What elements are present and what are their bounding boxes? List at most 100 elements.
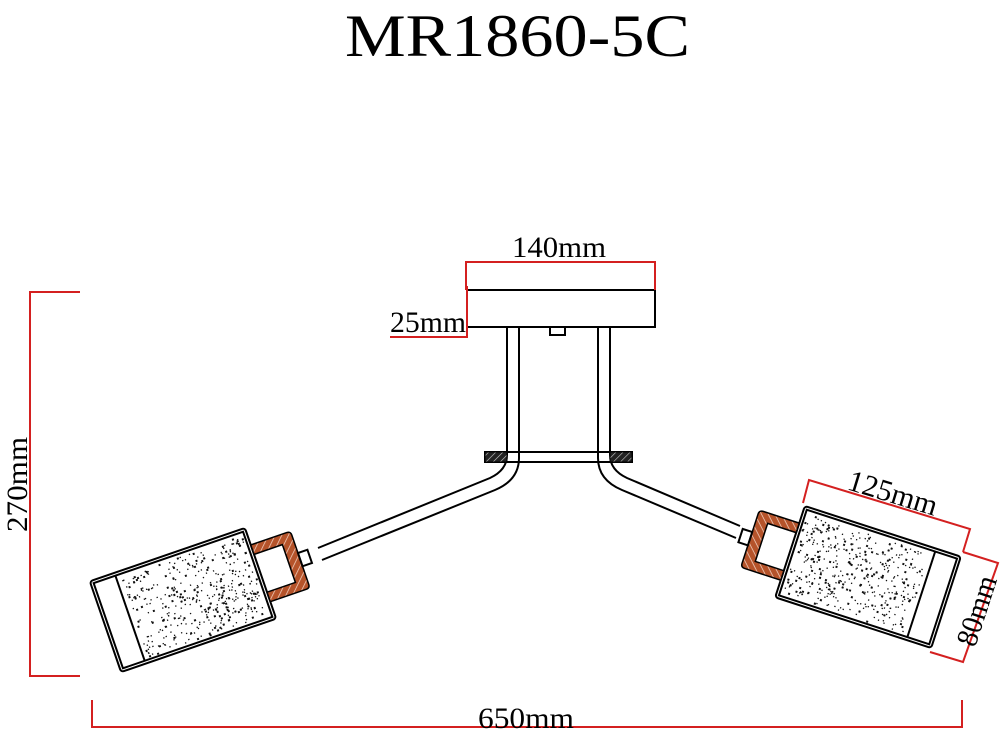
speckle	[201, 611, 203, 613]
speckle	[880, 603, 883, 607]
speckle	[228, 556, 231, 558]
speckle	[796, 575, 799, 578]
speckle	[842, 543, 846, 547]
speckle	[912, 585, 915, 588]
speckle	[915, 591, 918, 595]
speckle	[901, 578, 904, 580]
speckle	[196, 599, 198, 601]
speckle	[186, 597, 189, 599]
speckle	[197, 570, 200, 573]
speckle	[885, 613, 888, 616]
speckle	[879, 561, 882, 564]
speckle	[912, 567, 914, 569]
speckle	[841, 533, 844, 536]
speckle	[821, 543, 824, 546]
speckle	[881, 576, 884, 579]
speckle	[206, 594, 209, 597]
speckle	[901, 617, 904, 619]
speckle	[864, 553, 867, 557]
speckle	[903, 598, 906, 601]
speckle	[175, 590, 179, 594]
dimension-label: 80mm	[950, 571, 1000, 650]
speckle	[142, 590, 144, 592]
speckle	[808, 538, 811, 542]
speckle	[795, 590, 798, 593]
speckle	[913, 583, 916, 586]
speckle	[192, 596, 195, 600]
speckle	[220, 617, 224, 620]
speckle	[184, 603, 187, 606]
speckle	[908, 566, 911, 569]
speckle	[242, 584, 245, 586]
speckle	[174, 612, 176, 615]
speckle	[184, 558, 187, 561]
speckle	[223, 584, 225, 587]
speckle	[806, 558, 809, 561]
speckle	[125, 586, 128, 588]
speckle	[835, 565, 838, 569]
speckle	[826, 567, 828, 570]
speckle	[235, 595, 237, 598]
speckle	[866, 591, 869, 593]
speckle	[800, 571, 803, 573]
speckle	[866, 576, 869, 578]
speckle	[232, 543, 235, 545]
speckle	[173, 634, 176, 637]
speckle	[220, 586, 223, 589]
speckle	[798, 586, 802, 590]
speckle	[239, 608, 243, 611]
speckle	[824, 578, 828, 582]
speckle	[842, 608, 845, 611]
speckle	[816, 602, 818, 605]
speckle	[151, 640, 154, 643]
speckle	[843, 548, 845, 551]
speckle	[172, 565, 174, 568]
speckle	[838, 580, 840, 582]
speckle	[209, 583, 213, 587]
speckle	[206, 568, 209, 572]
speckle	[194, 574, 197, 577]
speckle	[835, 596, 837, 599]
speckle	[830, 590, 832, 593]
speckle	[146, 603, 148, 606]
speckle	[156, 596, 159, 599]
speckle	[877, 553, 879, 556]
speckle	[176, 568, 179, 571]
speckle	[873, 616, 876, 619]
speckle	[231, 586, 234, 588]
speckle	[859, 602, 862, 605]
speckle	[900, 620, 902, 622]
speckle	[868, 562, 871, 564]
speckle	[173, 562, 176, 565]
speckle	[848, 578, 851, 580]
speckle	[813, 539, 816, 542]
speckle	[832, 575, 834, 577]
speckle	[187, 562, 190, 566]
speckle	[827, 588, 830, 591]
speckle	[837, 609, 840, 611]
speckle	[810, 532, 813, 536]
speckle	[874, 605, 877, 608]
speckle	[230, 582, 233, 585]
speckle	[181, 596, 185, 599]
speckle	[832, 528, 836, 531]
speckle	[918, 570, 922, 573]
speckle	[207, 608, 210, 611]
speckle	[898, 554, 901, 556]
speckle	[789, 568, 792, 571]
speckle	[901, 625, 904, 629]
speckle	[136, 576, 140, 580]
speckle	[877, 577, 880, 580]
speckle	[806, 581, 808, 584]
speckle	[811, 557, 815, 561]
speckle	[819, 599, 822, 602]
speckle	[253, 606, 256, 609]
speckle	[251, 616, 255, 619]
speckle	[810, 566, 813, 569]
speckle	[834, 537, 837, 539]
speckle	[205, 572, 208, 574]
speckle	[839, 606, 842, 609]
speckle	[148, 654, 152, 658]
speckle	[814, 554, 816, 557]
speckle	[158, 644, 162, 648]
